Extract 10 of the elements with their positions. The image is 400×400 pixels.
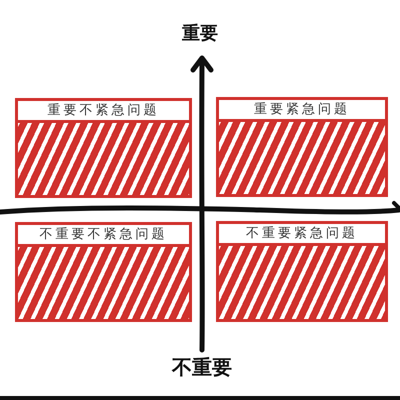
axis-label: 重要 <box>182 25 218 43</box>
quadrant-title: 重要紧急问题 <box>219 100 385 122</box>
quadrant-title: 不重要不紧急问题 <box>18 225 189 247</box>
hatched-quadrant-box <box>216 221 388 322</box>
quadrant-title: 重要不紧急问题 <box>18 101 189 123</box>
quadrant-title: 不重要紧急问题 <box>219 224 385 246</box>
hatched-quadrant-box <box>15 222 192 322</box>
hatched-quadrant-box <box>216 97 388 197</box>
hatched-quadrant-box <box>15 98 192 198</box>
axis-label: 不重要 <box>172 357 232 377</box>
